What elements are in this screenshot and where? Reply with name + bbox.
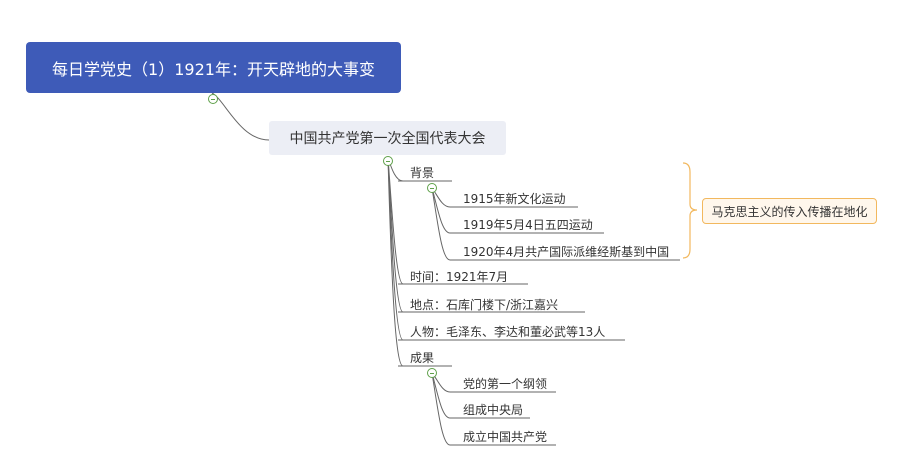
collapse-toggle-icon[interactable]	[427, 368, 437, 378]
topic-results[interactable]: 成果	[410, 351, 435, 365]
background-item[interactable]: 1919年5月4日五四运动	[463, 218, 593, 232]
topic-people[interactable]: 人物：毛泽东、李达和董必武等13人	[410, 325, 606, 339]
collapse-toggle-icon[interactable]	[427, 183, 437, 193]
main-topic-label: 中国共产党第一次全国代表大会	[289, 131, 486, 147]
collapse-toggle-icon[interactable]	[208, 94, 218, 104]
main-topic[interactable]: 中国共产党第一次全国代表大会	[269, 121, 506, 155]
topic-background[interactable]: 背景	[410, 166, 435, 180]
background-item[interactable]: 1920年4月共产国际派维经斯基到中国	[463, 245, 670, 259]
root-topic[interactable]: 每日学党史（1）1921年：开天辟地的大事变	[26, 42, 401, 93]
summary-label: 马克思主义的传入传播在地化	[711, 204, 868, 219]
background-item[interactable]: 1915年新文化运动	[463, 192, 566, 206]
collapse-toggle-icon[interactable]	[383, 156, 393, 166]
summary-topic[interactable]: 马克思主义的传入传播在地化	[702, 198, 877, 224]
root-topic-label: 每日学党史（1）1921年：开天辟地的大事变	[52, 59, 375, 79]
topic-place[interactable]: 地点：石库门楼下/浙江嘉兴	[410, 298, 559, 312]
results-item[interactable]: 成立中国共产党	[463, 430, 548, 444]
results-item[interactable]: 党的第一个纲领	[463, 377, 548, 391]
topic-time[interactable]: 时间：1921年7月	[410, 270, 509, 284]
results-item[interactable]: 组成中央局	[463, 403, 524, 417]
summary-bracket	[682, 162, 698, 259]
